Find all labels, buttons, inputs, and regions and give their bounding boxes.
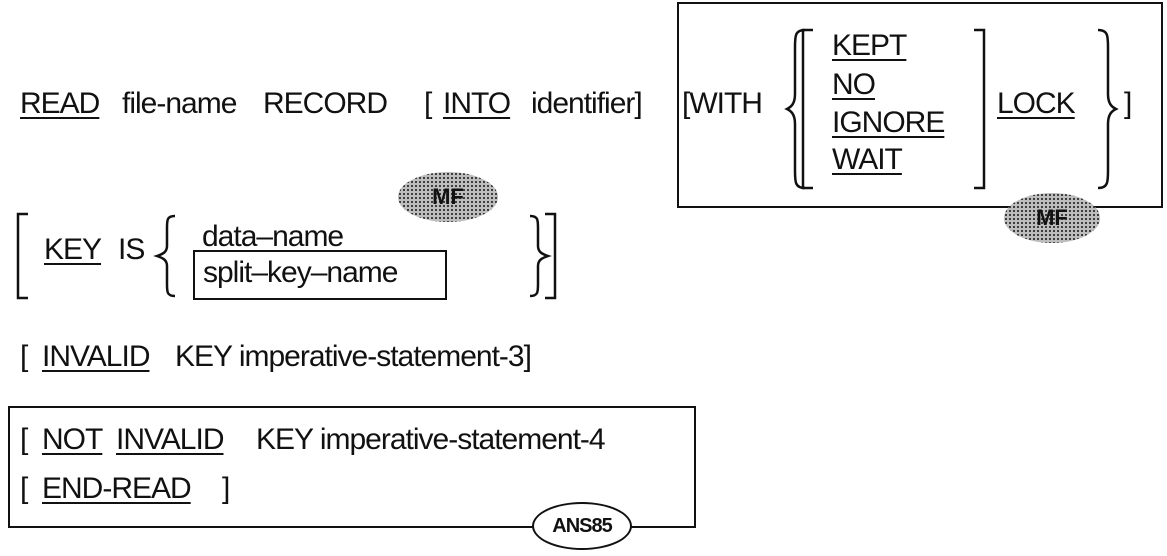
open-bracket-into: [ bbox=[424, 87, 432, 120]
lock-option-kept: KEPT bbox=[832, 29, 907, 62]
not-invalid-keyword: INVALID bbox=[116, 423, 224, 456]
ans85-badge: ANS85 bbox=[532, 502, 632, 550]
end-read-keyword: END-READ bbox=[42, 472, 192, 505]
lock-option-ignore: IGNORE bbox=[832, 106, 945, 139]
split-key-name-box bbox=[193, 250, 447, 300]
with-lock-box bbox=[677, 2, 1163, 208]
is-text: IS bbox=[118, 233, 145, 266]
left-bracket-lock-options bbox=[801, 28, 813, 190]
left-bracket-key bbox=[16, 212, 28, 300]
open-bracket-invalid: [ bbox=[20, 340, 28, 373]
not-keyword: NOT bbox=[42, 423, 103, 456]
key-keyword: KEY bbox=[44, 233, 102, 266]
lock-keyword: LOCK bbox=[997, 87, 1076, 120]
open-bracket-not-invalid: [ bbox=[20, 423, 28, 456]
split-key-name-option: split–key–name bbox=[203, 256, 398, 289]
lock-option-wait: WAIT bbox=[832, 143, 903, 176]
ans85-box bbox=[8, 406, 696, 528]
with-text: [WITH bbox=[682, 87, 763, 120]
lock-option-no: NO bbox=[832, 68, 876, 101]
invalid-keyword: INVALID bbox=[42, 340, 150, 373]
record-text: RECORD bbox=[263, 87, 388, 120]
read-keyword: READ bbox=[20, 87, 100, 120]
left-brace-lock bbox=[784, 28, 806, 190]
into-keyword: INTO bbox=[443, 87, 511, 120]
mf-badge-key: MF bbox=[398, 172, 498, 222]
mf-badge-lock: MF bbox=[1004, 193, 1100, 243]
data-name-option: data–name bbox=[202, 220, 344, 253]
not-invalid-key-statement: KEY imperative-statement-4 bbox=[256, 423, 606, 456]
close-bracket-with: ] bbox=[1124, 87, 1132, 120]
identifier-text: identifier] bbox=[531, 87, 643, 120]
open-bracket-end-read: [ bbox=[20, 472, 28, 505]
invalid-key-statement: KEY imperative-statement-3] bbox=[175, 340, 532, 373]
right-brace-lock bbox=[1097, 28, 1119, 190]
close-bracket-end-read: ] bbox=[222, 472, 230, 505]
file-name-text: file-name bbox=[122, 87, 237, 120]
right-brace-key bbox=[529, 214, 552, 298]
right-bracket-lock-options bbox=[974, 28, 986, 190]
left-brace-key bbox=[153, 214, 176, 298]
right-bracket-key bbox=[545, 212, 557, 300]
